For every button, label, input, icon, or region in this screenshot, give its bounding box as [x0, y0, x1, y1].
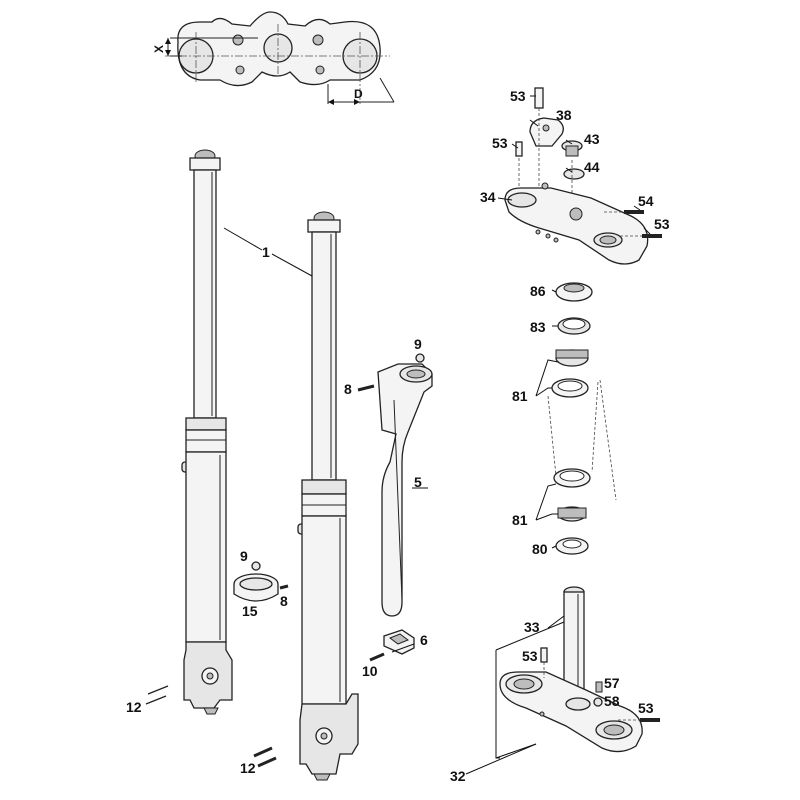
callout-12-left: 12	[126, 699, 142, 715]
callout-80: 80	[532, 541, 548, 557]
bearing-81-lower	[553, 468, 591, 522]
fork-leg-right	[297, 211, 359, 781]
callout-57: 57	[604, 675, 620, 691]
callout-10: 10	[362, 663, 378, 679]
fork-guard	[377, 363, 433, 617]
callout-8-clamp: 8	[280, 593, 288, 609]
callout-53-top: 53	[510, 88, 526, 104]
callout-44: 44	[584, 159, 600, 175]
washer-58	[593, 697, 603, 707]
callout-labels: 1 5 6 8 8 9 9 10 12 12 15 32 33 34 38 43…	[126, 88, 670, 784]
dimension-d-label: D	[354, 87, 363, 101]
bolts-left-axle	[145, 685, 169, 705]
callout-58: 58	[604, 693, 620, 709]
callout-43: 43	[584, 131, 600, 147]
cable-clip	[369, 629, 415, 662]
lower-triple-clamp-32	[499, 671, 643, 753]
bolt-53-lower-left	[540, 647, 548, 663]
callout-83: 83	[530, 319, 546, 335]
callout-53-lower-right: 53	[638, 700, 654, 716]
callout-9-clamp: 9	[240, 548, 248, 564]
dimension-x-label: X	[152, 45, 166, 53]
callout-5: 5	[414, 474, 422, 490]
callout-81-lower: 81	[512, 512, 528, 528]
callout-15: 15	[242, 603, 258, 619]
bolt-53-top	[534, 87, 544, 109]
bolt-8-guard	[357, 384, 375, 392]
callout-9-guard: 9	[414, 336, 422, 352]
clamp-bolt-hole-left	[232, 34, 244, 46]
bolt-53-left	[515, 141, 523, 157]
dust-seal-86	[555, 282, 593, 302]
callout-54: 54	[638, 193, 654, 209]
callout-33: 33	[524, 619, 540, 635]
clamp-bolt-hole-left-lower	[235, 65, 245, 75]
callout-34: 34	[480, 189, 496, 205]
screw-57	[595, 681, 603, 693]
callout-81-upper: 81	[512, 388, 528, 404]
brake-hose-clamp	[233, 561, 289, 602]
fork-leg-left	[181, 149, 233, 715]
callout-86: 86	[530, 283, 546, 299]
callout-1: 1	[262, 244, 270, 260]
callout-6: 6	[420, 632, 428, 648]
washer-44	[563, 168, 585, 180]
callout-53-right: 53	[654, 216, 670, 232]
clamp-bolt-hole-right	[312, 34, 324, 46]
bearing-81-upper	[551, 349, 589, 398]
triple-clamp-dimension-view: X D	[152, 11, 395, 105]
washer-9-guard	[415, 353, 425, 363]
handlebar-clamp-38	[529, 117, 564, 147]
callout-53-left: 53	[492, 135, 508, 151]
head-tube-outline	[547, 379, 617, 501]
bolts-right-axle	[253, 746, 277, 768]
callout-8-guard: 8	[344, 381, 352, 397]
leader-lines	[391, 95, 651, 775]
upper-triple-clamp-34	[504, 182, 649, 265]
callout-53-lower-left: 53	[522, 648, 538, 664]
plug-43	[561, 140, 583, 157]
clamp-bolt-hole-right-lower	[315, 65, 325, 75]
callout-38: 38	[556, 107, 572, 123]
callout-12-right: 12	[240, 760, 256, 776]
callout-32: 32	[450, 768, 466, 784]
